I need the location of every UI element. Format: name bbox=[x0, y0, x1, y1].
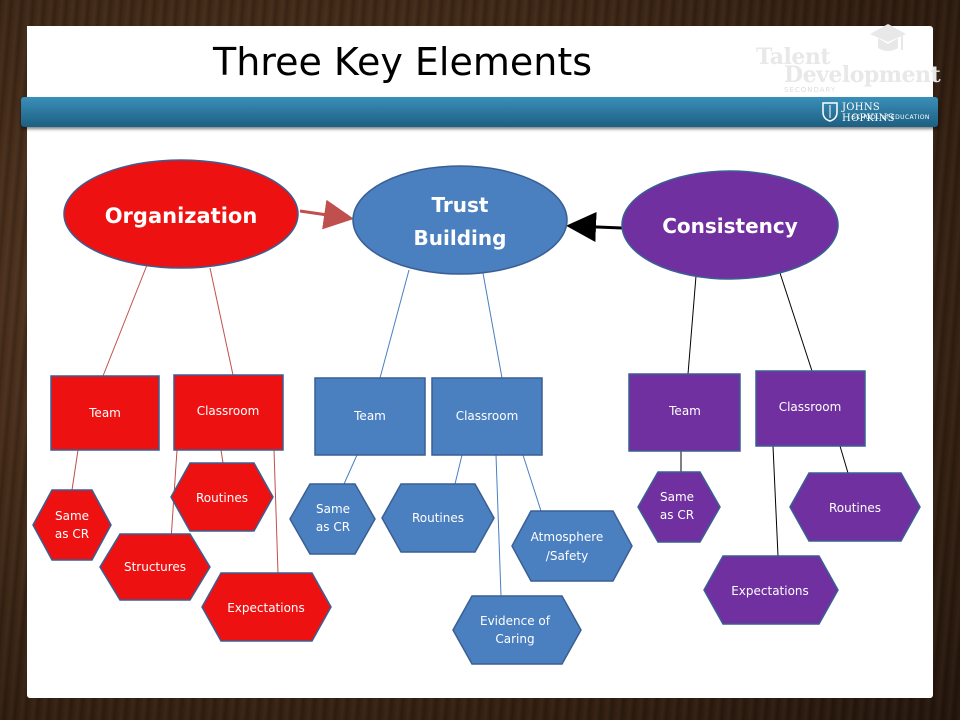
trust-same-as-cr: Same as CR bbox=[289, 483, 376, 555]
cons-classroom-box: Classroom bbox=[755, 370, 866, 447]
trust-label-line2: Building bbox=[414, 226, 507, 250]
trust-team-label: Team bbox=[353, 409, 386, 423]
cons-team-box: Team bbox=[628, 373, 741, 452]
trust-building-node: Trust Building bbox=[352, 165, 568, 275]
logo-line1: Talent bbox=[756, 44, 831, 70]
connector-org-team bbox=[102, 264, 148, 377]
connector-cons-expectations bbox=[772, 445, 779, 557]
connector-trust-atmosphere bbox=[522, 454, 542, 512]
consistency-connectors bbox=[680, 272, 849, 557]
trust-atmosphere-line1: Atmosphere bbox=[531, 530, 604, 544]
org-same-as-cr: Same as CR bbox=[32, 489, 112, 561]
org-expectations: Expectations bbox=[201, 572, 332, 642]
trust-same-line1: Same bbox=[316, 502, 350, 516]
trust-evidence-line1: Evidence of bbox=[480, 614, 551, 628]
arrow-consistency-to-trust bbox=[566, 211, 623, 242]
connector-trust-team bbox=[379, 269, 410, 379]
trust-routines-label: Routines bbox=[412, 511, 464, 525]
connector-trust-same bbox=[343, 454, 358, 485]
trust-connectors bbox=[343, 269, 542, 597]
org-expectations-label: Expectations bbox=[227, 601, 305, 615]
connector-org-classroom bbox=[209, 267, 234, 376]
organization-label: Organization bbox=[105, 204, 258, 228]
trust-label-line1: Trust bbox=[431, 193, 488, 217]
cons-routines: Routines bbox=[789, 472, 921, 542]
arrow-organization-to-trust bbox=[299, 199, 354, 230]
cons-classroom-label: Classroom bbox=[779, 400, 842, 414]
cons-same-line2: as CR bbox=[660, 508, 694, 522]
header-bar bbox=[21, 97, 938, 127]
cons-routines-label: Routines bbox=[829, 501, 881, 515]
cons-expectations: Expectations bbox=[703, 555, 839, 625]
connector-cons-classroom bbox=[779, 272, 813, 372]
page-title: Three Key Elements bbox=[213, 40, 593, 84]
organization-node: Organization bbox=[63, 159, 299, 269]
org-team-box: Team bbox=[50, 375, 160, 451]
cons-same-line1: Same bbox=[660, 490, 694, 504]
connector-trust-routines bbox=[454, 454, 463, 485]
connector-org-routines bbox=[220, 449, 224, 464]
title-panel: Three Key Elements bbox=[27, 26, 727, 96]
cons-expectations-label: Expectations bbox=[731, 584, 809, 598]
org-routines-label: Routines bbox=[196, 491, 248, 505]
trust-evidence-of-caring: Evidence of Caring bbox=[452, 595, 582, 665]
org-team-label: Team bbox=[88, 406, 121, 420]
partner-sub: SCHOOL of EDUCATION bbox=[852, 114, 930, 121]
connector-cons-team bbox=[687, 275, 697, 375]
trust-evidence-line2: Caring bbox=[495, 632, 534, 646]
cons-same-as-cr: Same as CR bbox=[637, 471, 721, 543]
talent-development-logo: Talent Development SECONDARY bbox=[746, 20, 946, 100]
trust-atmosphere-line2: /Safety bbox=[546, 549, 588, 563]
org-classroom-label: Classroom bbox=[197, 404, 260, 418]
johns-hopkins-logo: JOHNS HOPKINS SCHOOL of EDUCATION bbox=[822, 101, 934, 124]
org-routines: Routines bbox=[170, 462, 274, 532]
connector-org-expectations bbox=[273, 449, 279, 574]
org-classroom-box: Classroom bbox=[173, 374, 284, 451]
org-same-line1: Same bbox=[55, 509, 89, 523]
graduation-cap-icon bbox=[870, 24, 906, 51]
logo-line2: Development bbox=[784, 62, 941, 88]
connector-trust-evidence bbox=[495, 454, 502, 597]
trust-atmosphere: Atmosphere /Safety bbox=[511, 510, 633, 582]
consistency-label: Consistency bbox=[662, 214, 798, 238]
cons-team-label: Team bbox=[668, 404, 701, 418]
trust-routines: Routines bbox=[381, 483, 495, 553]
consistency-node: Consistency bbox=[621, 170, 839, 280]
trust-classroom-box: Classroom bbox=[431, 377, 543, 456]
partner-name: JOHNS HOPKINS bbox=[842, 102, 895, 124]
org-structures: Structures bbox=[99, 533, 211, 601]
trust-same-line2: as CR bbox=[316, 520, 350, 534]
connector-trust-classroom bbox=[482, 272, 503, 379]
trust-team-box: Team bbox=[314, 377, 426, 456]
trust-classroom-label: Classroom bbox=[456, 409, 519, 423]
org-same-line2: as CR bbox=[55, 527, 89, 541]
connector-cons-routines bbox=[839, 445, 849, 474]
logo-line3: SECONDARY bbox=[784, 86, 837, 94]
shield-icon bbox=[822, 102, 838, 122]
org-structures-label: Structures bbox=[124, 560, 186, 574]
connector-org-team-same bbox=[71, 449, 79, 491]
